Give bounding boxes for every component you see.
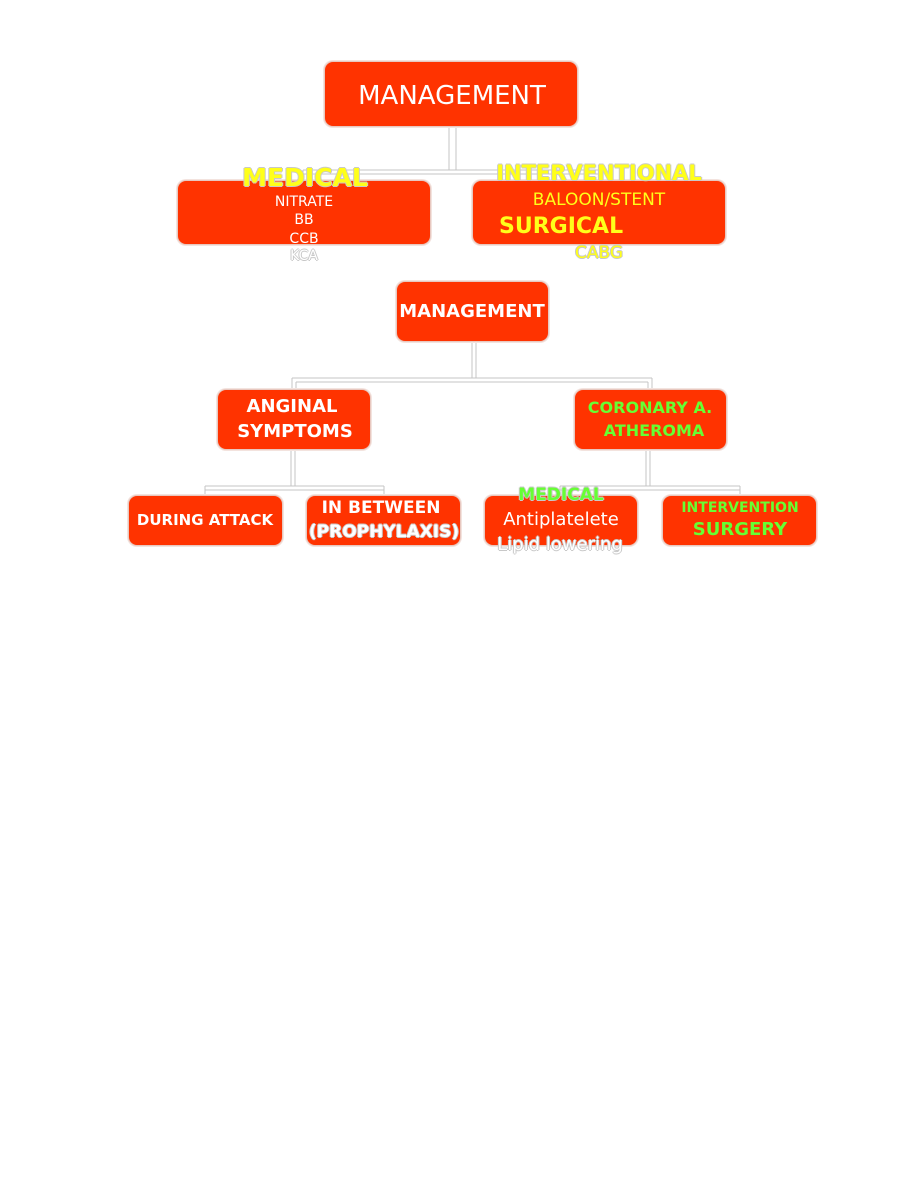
- chart2-medical-heading: MEDICAL: [518, 485, 604, 505]
- chart1-medical-item-nitrate: NITRATE: [274, 194, 334, 210]
- chart1-surgical-heading: SURGICAL: [499, 214, 624, 239]
- chart1-medical-item-ccb: CCB: [289, 231, 319, 247]
- chart2-medical-item-antiplatelete: Antiplatelete: [503, 509, 619, 530]
- chart2-intervention-line2: SURGERY: [692, 519, 788, 540]
- chart2-coronary-box: [574, 389, 727, 450]
- chart1-interventional-item-baloon-stent: BALOON/STENT: [532, 190, 666, 210]
- chart1-root-label: MANAGEMENT: [358, 81, 546, 111]
- chart2-during-attack-box: [128, 495, 283, 546]
- chart1-medical-heading: MEDICAL: [242, 163, 368, 192]
- chart2-anginal-line1: ANGINAL: [246, 396, 338, 417]
- chart2-anginal-box: [217, 389, 371, 450]
- chart2-medical-box: [484, 495, 638, 546]
- chart2-medical-item-lipid-lowering: Lipid lowering: [497, 534, 623, 555]
- chart1-medical-box: [177, 180, 431, 245]
- chart1-medical-item-bb: BB: [294, 212, 314, 228]
- chart2-root-box: [396, 281, 549, 342]
- chart1-root-box: [324, 61, 578, 127]
- chart2-anginal-line2: SYMPTOMS: [237, 421, 353, 442]
- chart1-surgical-item-cabg: CABG: [574, 243, 624, 263]
- chart1-interventional-heading: INTERVENTIONAL: [496, 161, 702, 185]
- chart2-root-label: MANAGEMENT: [399, 301, 545, 322]
- chart2-coronary-line2: ATHEROMA: [603, 421, 705, 440]
- chart2-in-between-line1: IN BETWEEN: [321, 498, 441, 518]
- chart2-in-between-box: [306, 495, 461, 546]
- chart2-during-attack-label: DURING ATTACK: [136, 511, 274, 529]
- chart1-medical-item-kca: KCA: [290, 248, 318, 264]
- chart2-coronary-line1: CORONARY A.: [587, 398, 713, 417]
- chart2-intervention-line1: INTERVENTION: [681, 500, 799, 516]
- chart1-interventional-box: [472, 180, 726, 245]
- chart2-in-between-line2: (PROPHYLAXIS): [308, 522, 460, 542]
- chart2-intervention-box: [662, 495, 817, 546]
